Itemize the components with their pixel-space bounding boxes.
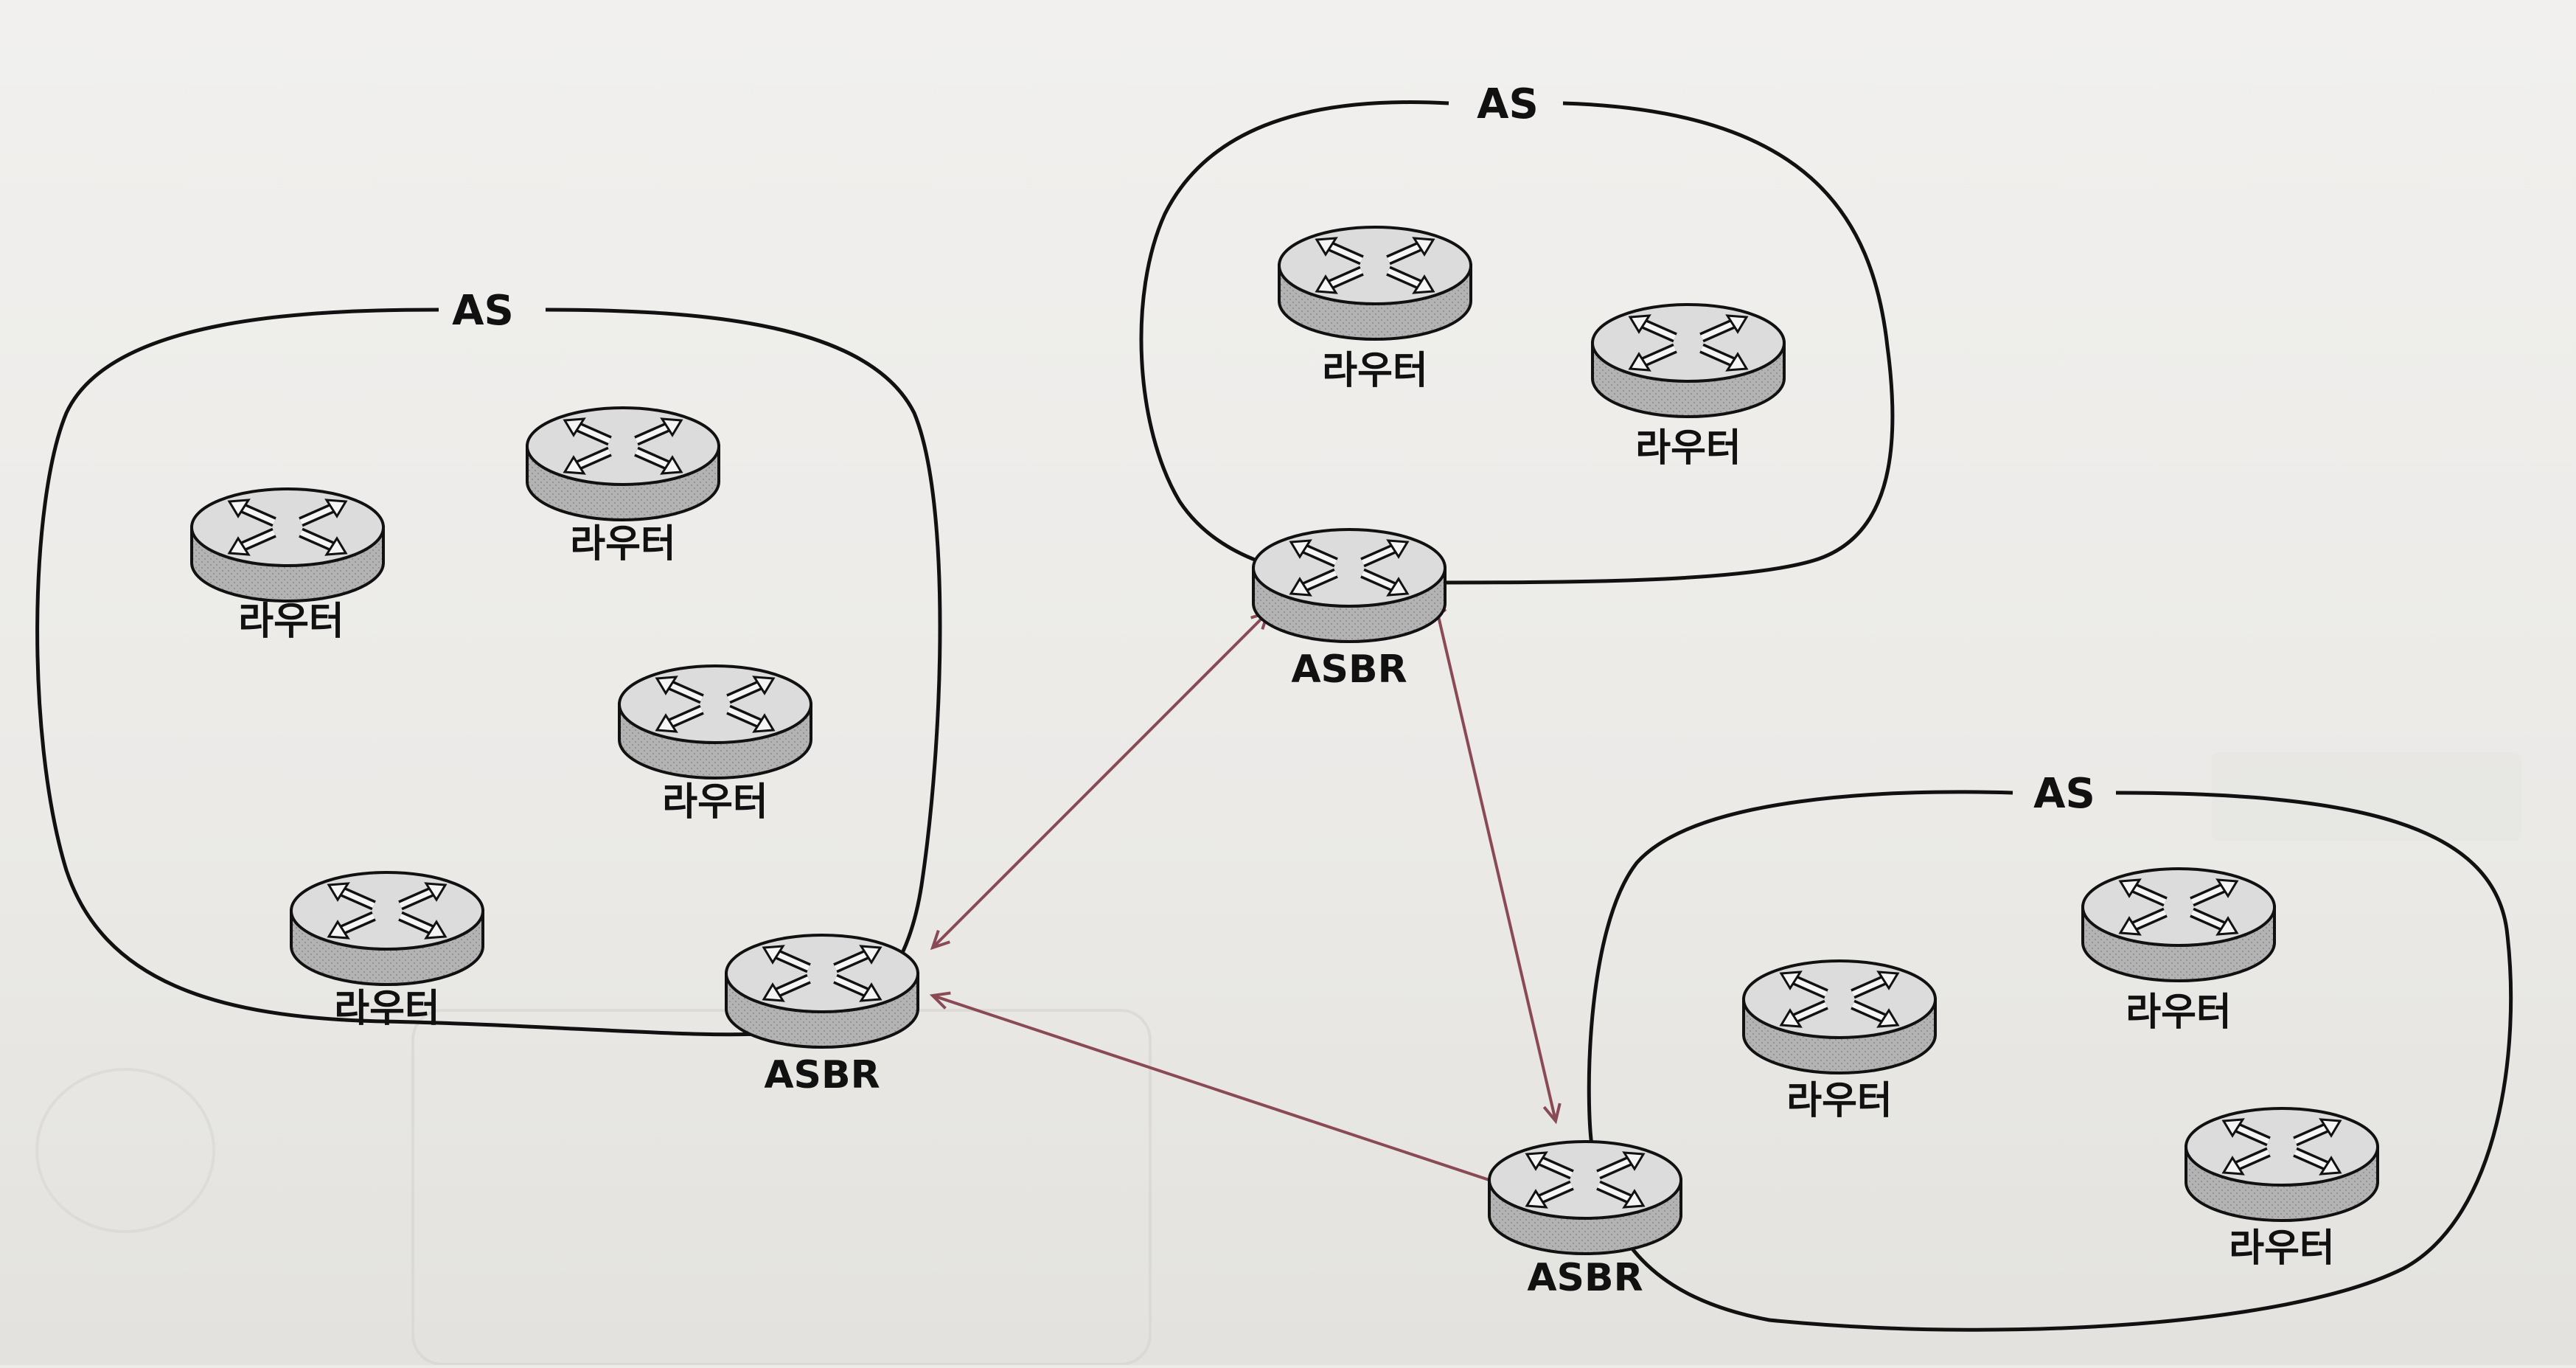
inter-as-links — [929, 594, 1562, 1192]
as-right-label: AS — [2033, 770, 2095, 818]
top-router-1-label: 라우터 — [1322, 349, 1428, 393]
top-router-2-icon — [1591, 303, 1786, 418]
right-router-3-icon — [2185, 1107, 2379, 1222]
top-router-1-x-arrows — [1315, 237, 1435, 294]
as-labels: AS AS AS — [452, 80, 2095, 818]
right-router-1-x-arrows — [1779, 971, 1900, 1028]
right-router-3-x-arrows — [2221, 1118, 2342, 1176]
right-router-2-label: 라우터 — [2126, 990, 2232, 1035]
left-asbr-icon — [725, 934, 919, 1049]
left-router-2-icon — [526, 406, 720, 521]
link-line — [932, 994, 1512, 1189]
left-asbr-x-arrows — [762, 945, 883, 1002]
link-top-asbr-right-asbr — [1428, 594, 1562, 1125]
left-router-4-label: 라우터 — [334, 987, 440, 1031]
right-asbr-icon — [1488, 1140, 1682, 1255]
link-left-asbr-top-asbr — [930, 609, 1271, 951]
top-router-2-x-arrows — [1628, 314, 1749, 372]
link-line — [1433, 597, 1557, 1122]
top-asbr-x-arrows — [1289, 539, 1410, 597]
right-router-2-icon — [2081, 867, 2276, 982]
as-top-label: AS — [1477, 80, 1539, 128]
right-router-2-x-arrows — [2118, 878, 2239, 936]
as-boundaries — [35, 100, 2513, 1332]
as-left-boundary — [35, 308, 942, 1037]
left-router-3-label: 라우터 — [662, 780, 768, 824]
left-router-3-x-arrows — [655, 676, 776, 733]
right-asbr-label: ASBR — [1527, 1256, 1643, 1300]
left-router-1-icon — [190, 487, 385, 603]
left-router-3-icon — [618, 664, 812, 780]
top-router-2-label: 라우터 — [1635, 426, 1741, 471]
link-arrowhead — [1542, 1103, 1562, 1125]
left-asbr-label: ASBR — [764, 1053, 880, 1097]
top-asbr-label: ASBR — [1291, 647, 1407, 692]
top-asbr-icon — [1252, 528, 1447, 643]
link-left-asbr-right-asbr — [929, 991, 1515, 1192]
right-router-1-icon — [1742, 959, 1937, 1074]
router-labels: 라우터 라우터 라우터 라우터 ASBR 라우터 라우터 ASBR 라우터 라우… — [238, 349, 2335, 1300]
left-router-1-x-arrows — [227, 499, 348, 556]
left-router-2-label: 라우터 — [570, 522, 676, 566]
as-right-boundary — [1587, 790, 2513, 1332]
right-router-1-label: 라우터 — [1786, 1079, 1893, 1123]
as-left-label: AS — [452, 287, 514, 335]
routers — [190, 226, 2379, 1255]
background-page-texture — [35, 752, 2521, 1366]
link-line — [931, 611, 1270, 949]
left-router-2-x-arrows — [563, 417, 683, 475]
left-router-4-x-arrows — [327, 882, 448, 940]
as-top-boundary — [1139, 100, 1895, 585]
right-router-3-label: 라우터 — [2229, 1226, 2335, 1271]
left-router-1-label: 라우터 — [238, 600, 344, 644]
link-arrowhead — [930, 930, 950, 951]
left-router-4-icon — [290, 871, 484, 986]
link-arrowhead — [929, 991, 951, 1010]
right-asbr-x-arrows — [1525, 1151, 1646, 1209]
top-router-1-icon — [1278, 226, 1472, 341]
